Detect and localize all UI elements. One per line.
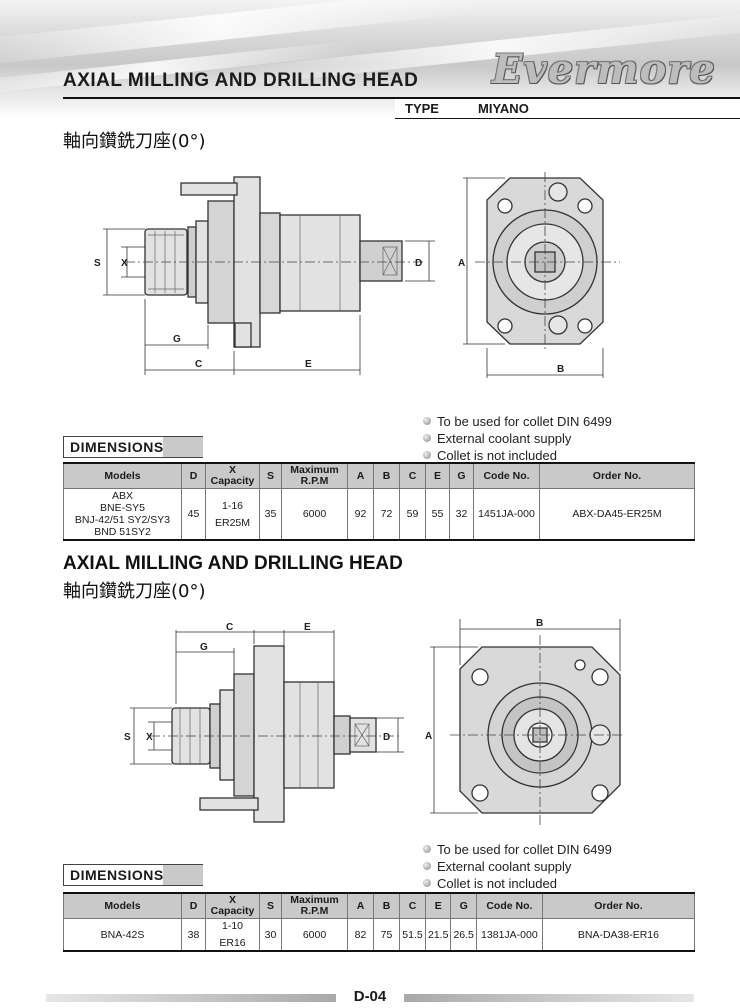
dim-label-d: D [383,732,390,743]
table-row: ABX BNE-SY5 BNJ-42/51 SY2/SY3 BND 51SY2 … [63,488,695,541]
section2-cn-title: 軸向鑽銑刀座(0°) [63,581,206,602]
dim-label-e: E [304,622,311,633]
cell-c: 51.5 [399,918,426,952]
cell-a: 92 [347,488,374,541]
type-value: MIYANO [478,101,529,116]
type-divider [395,118,740,119]
cell-s: 30 [259,918,282,952]
cell-d: 38 [181,918,206,952]
col-header-code: Code No. [475,892,543,919]
col-header-g: G [450,892,477,919]
note-item: External coolant supply [423,430,612,447]
dim-label-b: B [557,364,564,375]
dim-label-x: X [121,258,128,269]
dim-label-s: S [94,258,101,269]
cell-code: 1451JA-000 [473,488,540,541]
col-header-code: Code No. [473,462,540,489]
note-item: To be used for collet DIN 6499 [423,841,612,858]
col-header-order: Order No. [539,462,695,489]
section2-spec-table: Models D X Capacity S Maximum R.P.M A B … [63,892,696,952]
col-header-s: S [259,892,282,919]
col-header-d: D [181,892,206,919]
section2-side-view-drawing: S X D G C E [124,622,404,823]
cell-x: 1-16 ER25M [205,488,260,541]
section2-front-view-drawing: B A [425,618,625,825]
col-header-e: E [425,462,450,489]
section2-notes: To be used for collet DIN 6499 External … [423,841,612,892]
cell-order: BNA-DA38-ER16 [541,918,696,952]
section1-spec-table: Models D X Capacity S Maximum R.P.M A B … [63,462,695,541]
dim-label-a: A [458,258,465,269]
cell-models: BNA-42S [63,918,182,952]
dimensions-label: DIMENSIONS [70,867,164,883]
dim-label-c: C [226,622,233,633]
cell-order: ABX-DA45-ER25M [539,488,695,541]
section1-side-view-drawing: S X D G C E [94,176,435,375]
col-header-s: S [259,462,282,489]
col-header-d: D [181,462,206,489]
col-header-x: X Capacity [205,462,260,489]
cell-g: 26.5 [450,918,477,952]
dim-label-x: X [146,732,153,743]
col-header-c: C [399,892,426,919]
cell-a: 82 [347,918,374,952]
cell-rpm: 6000 [281,488,348,541]
cell-d: 45 [181,488,206,541]
cell-c: 59 [399,488,426,541]
header-divider [63,97,740,99]
section1-notes: To be used for collet DIN 6499 External … [423,413,612,464]
col-header-b: B [373,892,400,919]
brand-logo: Evermore [492,46,716,93]
type-label: TYPE [405,101,439,116]
cell-b: 72 [373,488,400,541]
section1-cn-title: 軸向鑽銑刀座(0°) [63,131,206,152]
dim-label-c: C [195,359,202,370]
cell-code: 1381JA-000 [475,918,543,952]
section2-title: AXIAL MILLING AND DRILLING HEAD [63,553,403,574]
note-item: External coolant supply [423,858,612,875]
dim-label-e: E [305,359,312,370]
cell-e: 55 [425,488,450,541]
col-header-models: Models [63,892,182,919]
col-header-g: G [449,462,474,489]
cell-g: 32 [449,488,474,541]
note-item: Collet is not included [423,447,612,464]
section2-dimensions-tab: DIMENSIONS [63,864,203,886]
col-header-b: B [373,462,400,489]
col-header-c: C [399,462,426,489]
note-item: To be used for collet DIN 6499 [423,413,612,430]
note-item: Collet is not included [423,875,612,892]
section1-front-view-drawing: A B [458,172,620,378]
cell-x: 1-10 ER16 [205,918,260,952]
col-header-a: A [347,892,374,919]
dim-label-g: G [200,642,208,653]
cell-b: 75 [373,918,400,952]
dim-label-s: S [124,732,131,743]
cell-rpm: 6000 [281,918,348,952]
dim-label-a: A [425,731,432,742]
table-header-row: Models D X Capacity S Maximum R.P.M A B … [63,892,696,919]
dim-label-g: G [173,334,181,345]
col-header-models: Models [63,462,182,489]
col-header-rpm: Maximum R.P.M [281,892,348,919]
dimensions-label: DIMENSIONS [70,439,164,455]
dim-label-d: D [415,258,422,269]
cell-e: 21.5 [424,918,452,952]
table-header-row: Models D X Capacity S Maximum R.P.M A B … [63,462,695,489]
section1-dimensions-tab: DIMENSIONS [63,436,203,458]
col-header-a: A [347,462,374,489]
page-number: D-04 [336,986,404,1008]
table-row: BNA-42S 38 1-10 ER16 30 6000 82 75 51.5 … [63,918,696,952]
col-header-rpm: Maximum R.P.M [281,462,348,489]
dim-label-b: B [536,618,543,629]
col-header-x: X Capacity [205,892,260,919]
page-title: AXIAL MILLING AND DRILLING HEAD [63,70,419,91]
col-header-order: Order No. [541,892,696,919]
col-header-e: E [424,892,452,919]
type-bar [395,99,740,119]
cell-models: ABX BNE-SY5 BNJ-42/51 SY2/SY3 BND 51SY2 [63,488,182,541]
cell-s: 35 [259,488,282,541]
